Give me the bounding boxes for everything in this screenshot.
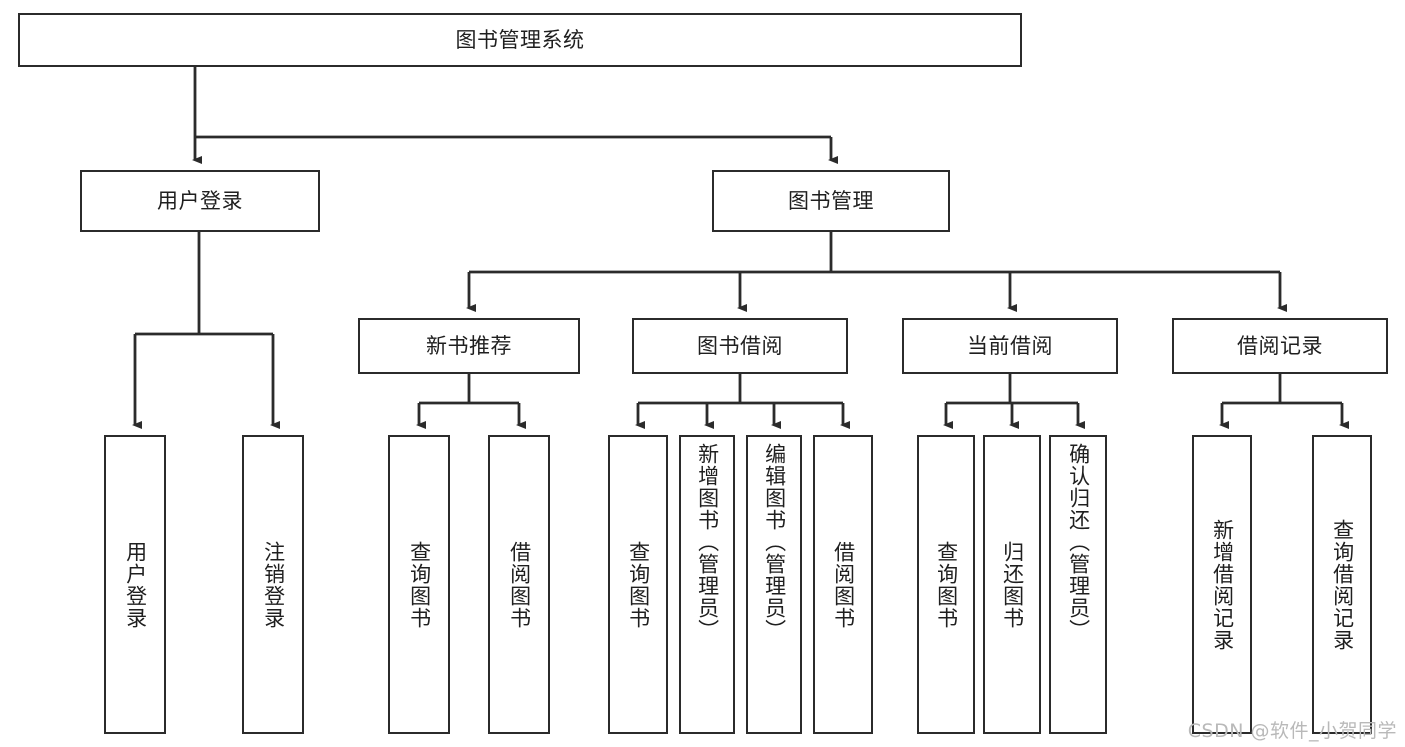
node-leaf-query-borrow-record[interactable]: 查询借阅记录 <box>1312 435 1372 734</box>
node-label: 查询图书 <box>407 540 432 629</box>
node-borrow-record[interactable]: 借阅记录 <box>1172 318 1388 374</box>
node-label: 新书推荐 <box>426 333 512 358</box>
node-leaf-borrow-books[interactable]: 借阅图书 <box>813 435 873 734</box>
node-leaf-logout[interactable]: 注销登录 <box>242 435 304 734</box>
node-label: 查询图书 <box>626 540 651 629</box>
node-label: 查询借阅记录 <box>1330 518 1355 651</box>
node-label: 新增借阅记录 <box>1210 518 1235 651</box>
node-book-borrow[interactable]: 图书借阅 <box>632 318 848 374</box>
node-label: 借阅图书 <box>507 540 532 629</box>
node-label: 用户登录 <box>157 188 243 213</box>
node-leaf-edit-book[interactable]: 编辑图书（管理员） <box>746 435 802 734</box>
node-label: 用户登录 <box>123 540 148 629</box>
node-leaf-add-book[interactable]: 新增图书（管理员） <box>679 435 735 734</box>
node-leaf-borrow-books-recommend[interactable]: 借阅图书 <box>488 435 550 734</box>
node-leaf-user-login[interactable]: 用户登录 <box>104 435 166 734</box>
node-label: 图书借阅 <box>697 333 783 358</box>
node-leaf-confirm-return[interactable]: 确认归还（管理员） <box>1049 435 1107 734</box>
node-user-login[interactable]: 用户登录 <box>80 170 320 232</box>
node-leaf-add-borrow-record[interactable]: 新增借阅记录 <box>1192 435 1252 734</box>
node-new-book-recommend[interactable]: 新书推荐 <box>358 318 580 374</box>
node-leaf-query-books-current[interactable]: 查询图书 <box>917 435 975 734</box>
node-leaf-return-books[interactable]: 归还图书 <box>983 435 1041 734</box>
node-label: 当前借阅 <box>967 333 1053 358</box>
node-leaf-query-books-borrow[interactable]: 查询图书 <box>608 435 668 734</box>
node-label: 查询图书 <box>934 540 959 629</box>
node-label: 图书管理系统 <box>455 27 585 52</box>
node-label: 借阅图书 <box>831 540 856 629</box>
node-label: 借阅记录 <box>1237 333 1323 358</box>
node-label: 确认归还（管理员） <box>1066 443 1091 641</box>
node-leaf-query-books-recommend[interactable]: 查询图书 <box>388 435 450 734</box>
node-label: 新增图书（管理员） <box>695 443 720 641</box>
node-book-management[interactable]: 图书管理 <box>712 170 950 232</box>
node-label: 归还图书 <box>1000 540 1025 629</box>
node-label: 图书管理 <box>788 188 874 213</box>
node-label: 注销登录 <box>261 540 286 629</box>
node-root-system[interactable]: 图书管理系统 <box>18 13 1022 67</box>
csdn-watermark: CSDN @软件_小贺同学 <box>1187 720 1397 742</box>
node-label: 编辑图书（管理员） <box>762 443 787 641</box>
node-current-borrow[interactable]: 当前借阅 <box>902 318 1118 374</box>
